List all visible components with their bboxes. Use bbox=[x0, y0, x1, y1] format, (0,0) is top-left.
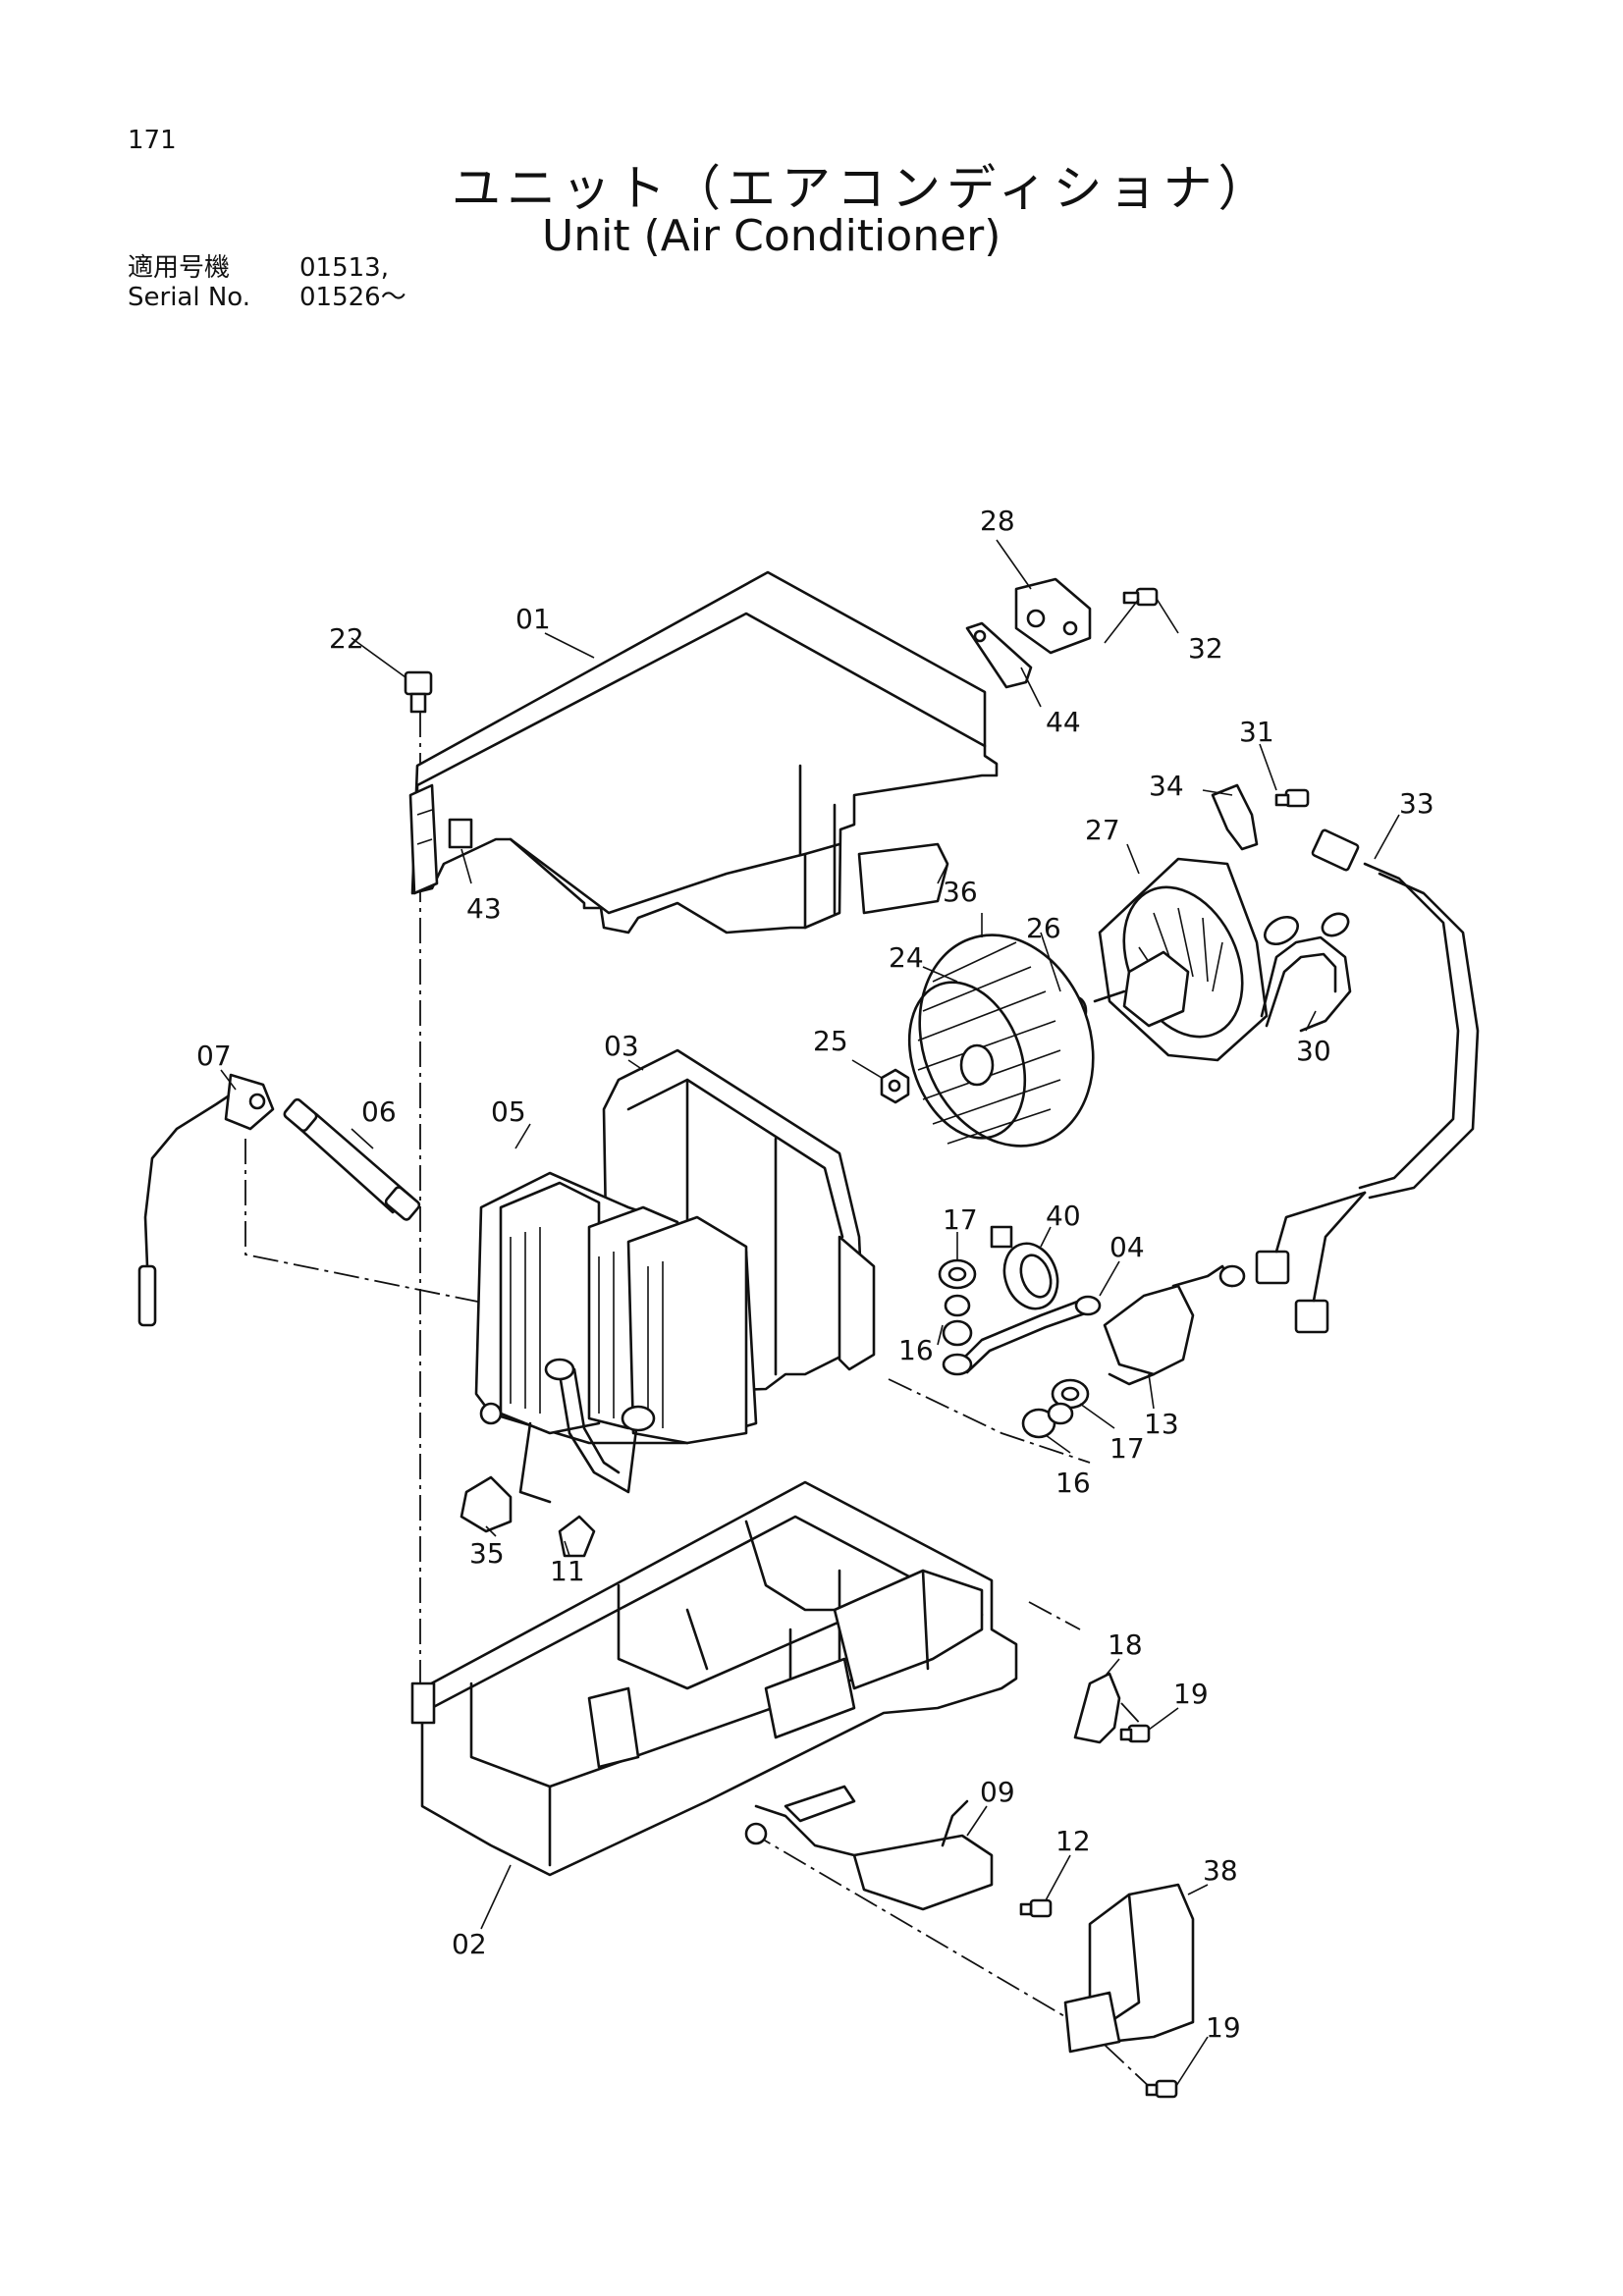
leader-lines bbox=[220, 539, 1400, 2087]
part-02-lower-case bbox=[410, 1480, 1018, 1877]
callout-05: 05 bbox=[491, 1095, 526, 1128]
callout-16-upper: 16 bbox=[898, 1334, 934, 1366]
part-24-fan-wheel bbox=[907, 934, 1095, 1148]
part-25-nut bbox=[880, 1068, 910, 1104]
callout-36: 36 bbox=[943, 876, 978, 908]
callout-30: 30 bbox=[1296, 1035, 1331, 1067]
part-38-cover bbox=[1063, 1883, 1195, 2054]
callout-09: 09 bbox=[980, 1776, 1015, 1808]
part-17-clamp-upper bbox=[938, 1258, 977, 1290]
part-16-hose-lower bbox=[1021, 1402, 1074, 1439]
callout-01: 01 bbox=[515, 603, 551, 635]
callout-26: 26 bbox=[1026, 912, 1061, 944]
page-title-en: Unit (Air Conditioner) bbox=[542, 211, 1001, 261]
part-19-screw-lower bbox=[1145, 2079, 1178, 2099]
part-11-clip bbox=[558, 1515, 596, 1558]
part-22-bolt bbox=[404, 670, 433, 714]
callout-12: 12 bbox=[1055, 1825, 1091, 1857]
part-09-sensor bbox=[744, 1785, 994, 1911]
part-40-ring bbox=[990, 1225, 1059, 1310]
callout-25: 25 bbox=[813, 1025, 848, 1057]
callout-35: 35 bbox=[469, 1537, 505, 1570]
serial-label-jp: 適用号機 bbox=[128, 253, 231, 283]
callout-32: 32 bbox=[1188, 632, 1223, 665]
callout-labels: 01 02 03 04 05 06 07 09 11 12 13 16 16 1… bbox=[196, 505, 1434, 2044]
serial-label-en: Serial No. bbox=[128, 283, 250, 312]
callout-11: 11 bbox=[550, 1555, 585, 1587]
serial-row-jp: 適用号機 01513, bbox=[128, 253, 389, 283]
part-13-expansion-valve bbox=[1103, 1264, 1246, 1386]
part-36-duct-tab bbox=[857, 842, 949, 915]
part-04-pipe bbox=[942, 1295, 1102, 1376]
callout-33: 33 bbox=[1399, 787, 1434, 820]
part-28-switch bbox=[1014, 577, 1092, 655]
callout-07: 07 bbox=[196, 1040, 232, 1072]
callout-16-lower: 16 bbox=[1055, 1467, 1091, 1499]
serial-value-2: 01526～ bbox=[299, 283, 406, 312]
part-07-sensor bbox=[137, 1073, 275, 1327]
callout-40: 40 bbox=[1046, 1200, 1081, 1232]
part-33-harness bbox=[1255, 828, 1480, 1334]
page-number: 171 bbox=[128, 126, 177, 155]
part-12-screw bbox=[1019, 1898, 1053, 1918]
callout-34: 34 bbox=[1149, 770, 1184, 802]
part-44-plate bbox=[965, 621, 1033, 689]
callout-06: 06 bbox=[361, 1095, 397, 1128]
part-32-screw bbox=[1122, 587, 1159, 607]
callout-19-upper: 19 bbox=[1173, 1678, 1209, 1710]
callout-17-upper: 17 bbox=[943, 1203, 978, 1236]
part-18-bracket bbox=[1073, 1672, 1121, 1744]
callout-44: 44 bbox=[1046, 706, 1081, 738]
callout-04: 04 bbox=[1109, 1231, 1145, 1263]
callout-19-lower: 19 bbox=[1206, 2011, 1241, 2044]
part-16-hose-upper bbox=[942, 1294, 973, 1347]
part-31-screw bbox=[1274, 788, 1310, 808]
part-43-bracket bbox=[408, 783, 439, 895]
serial-value-1: 01513, bbox=[299, 253, 389, 283]
part-34-clip bbox=[1211, 783, 1259, 851]
callout-22: 22 bbox=[329, 622, 364, 655]
callout-13: 13 bbox=[1144, 1408, 1179, 1440]
callout-24: 24 bbox=[889, 941, 924, 974]
callout-38: 38 bbox=[1203, 1854, 1238, 1887]
page-title-jp: ユニット（エアコンディショナ） bbox=[452, 160, 1273, 217]
part-30-harness bbox=[1260, 912, 1352, 1033]
part-27-motor-housing bbox=[1093, 857, 1269, 1062]
part-17-clamp-lower bbox=[1051, 1378, 1090, 1410]
part-35-clamp bbox=[460, 1475, 513, 1533]
serial-row-en: Serial No. 01526～ bbox=[128, 283, 406, 312]
callout-28: 28 bbox=[980, 505, 1015, 537]
part-19-screw-upper bbox=[1119, 1724, 1151, 1743]
callout-43: 43 bbox=[466, 892, 502, 925]
evaporator-piping bbox=[518, 1358, 656, 1504]
callout-18: 18 bbox=[1108, 1629, 1143, 1661]
part-05-evaporator-core bbox=[474, 1171, 758, 1445]
callout-02: 02 bbox=[452, 1928, 487, 1960]
callout-31: 31 bbox=[1239, 716, 1274, 748]
callout-17-lower: 17 bbox=[1109, 1432, 1145, 1465]
callout-27: 27 bbox=[1085, 814, 1120, 846]
part-06-pipe bbox=[283, 1097, 421, 1221]
callout-03: 03 bbox=[604, 1030, 639, 1062]
